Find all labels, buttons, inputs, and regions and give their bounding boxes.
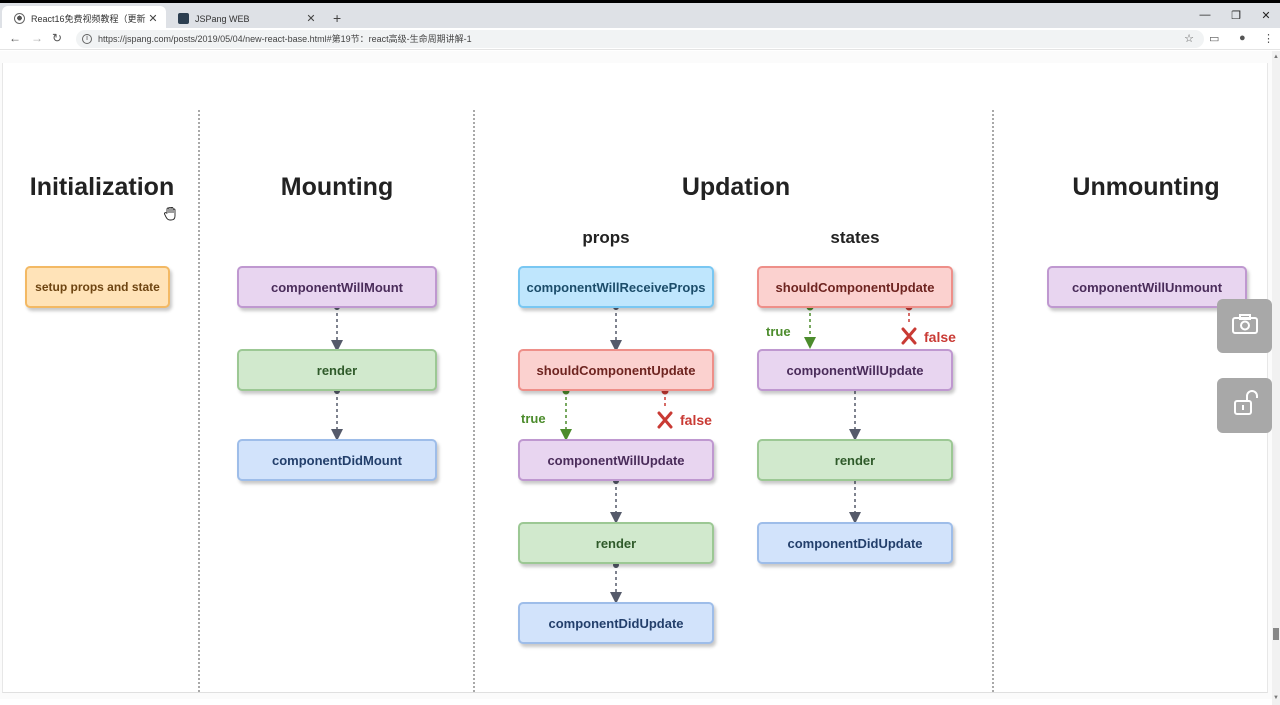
- forward-icon[interactable]: →: [31, 31, 43, 45]
- node-states-component-did-update: componentDidUpdate: [757, 522, 953, 564]
- phase-mounting: Mounting: [280, 173, 394, 201]
- node-states-render: render: [757, 439, 953, 481]
- tab-close-icon[interactable]: ✕: [148, 13, 158, 25]
- node-setup-props-and-state: setup props and state: [25, 266, 170, 308]
- url-text: https://jspang.com/posts/2019/05/04/new-…: [98, 34, 472, 44]
- tab-close-icon[interactable]: ✕: [306, 13, 316, 25]
- react-favicon-icon: [14, 13, 25, 24]
- reload-icon[interactable]: ↻: [52, 31, 63, 45]
- node-props-component-will-update: componentWillUpdate: [518, 439, 714, 481]
- node-component-will-unmount: componentWillUnmount: [1047, 266, 1247, 308]
- states-true-label: true: [766, 324, 791, 339]
- phase-initialization: Initialization: [29, 173, 175, 201]
- url-field[interactable]: i https://jspang.com/posts/2019/05/04/ne…: [76, 30, 1204, 48]
- site-info-icon[interactable]: i: [82, 34, 92, 44]
- menu-kebab-icon[interactable]: ⋮: [1263, 33, 1274, 45]
- address-toolbar: ← → ↻ i https://jspang.com/posts/2019/05…: [0, 28, 1280, 50]
- close-window-icon[interactable]: ✕: [1261, 10, 1271, 22]
- scroll-down-icon[interactable]: ▼: [1273, 695, 1279, 701]
- extension-icon[interactable]: ▭: [1209, 33, 1220, 45]
- node-component-did-mount: componentDidMount: [237, 439, 437, 481]
- phase-updation: Updation: [681, 173, 791, 201]
- jspang-favicon-icon: [178, 13, 189, 24]
- node-props-render: render: [518, 522, 714, 564]
- tab-bar: React16免费视频教程（更新到 ✕ JSPang WEB ✕ + — ❐ ✕: [0, 0, 1280, 31]
- bookmark-star-icon[interactable]: ☆: [1184, 33, 1194, 45]
- node-mount-render: render: [237, 349, 437, 391]
- node-states-should-component-update: shouldComponentUpdate: [757, 266, 953, 308]
- node-component-will-mount: componentWillMount: [237, 266, 437, 308]
- account-icon[interactable]: ●: [1239, 32, 1246, 44]
- new-tab-icon[interactable]: +: [333, 10, 342, 26]
- scroll-up-icon[interactable]: ▲: [1273, 54, 1279, 60]
- column-divider: [992, 110, 994, 692]
- camera-icon: [1231, 313, 1259, 340]
- props-true-label: true: [521, 411, 546, 426]
- node-states-component-will-update: componentWillUpdate: [757, 349, 953, 391]
- column-divider: [473, 110, 475, 692]
- unlock-button[interactable]: [1217, 378, 1272, 433]
- subhead-props: props: [582, 228, 630, 247]
- hand-cursor-icon: [164, 206, 177, 226]
- minimize-icon[interactable]: —: [1199, 9, 1211, 21]
- back-icon[interactable]: ←: [9, 31, 21, 45]
- node-props-should-component-update: shouldComponentUpdate: [518, 349, 714, 391]
- node-props-component-did-update: componentDidUpdate: [518, 602, 714, 644]
- phase-unmounting: Unmounting: [1072, 173, 1220, 201]
- props-false-label: false: [680, 412, 712, 428]
- camera-button[interactable]: [1217, 299, 1272, 353]
- tab-title: React16免费视频教程（更新到: [31, 14, 146, 24]
- scrollbar-thumb[interactable]: [1273, 628, 1279, 640]
- unlock-icon: [1232, 389, 1258, 422]
- tab-jspang[interactable]: JSPang WEB ✕: [166, 6, 324, 31]
- scrollbar-track[interactable]: [1272, 51, 1280, 705]
- tab-react16[interactable]: React16免费视频教程（更新到 ✕: [2, 6, 166, 31]
- subhead-states: states: [830, 228, 880, 247]
- node-component-will-receive-props: componentWillReceiveProps: [518, 266, 714, 308]
- restore-icon[interactable]: ❐: [1231, 10, 1241, 22]
- column-divider: [198, 110, 200, 692]
- tab-title: JSPang WEB: [195, 13, 250, 24]
- states-false-label: false: [924, 329, 956, 345]
